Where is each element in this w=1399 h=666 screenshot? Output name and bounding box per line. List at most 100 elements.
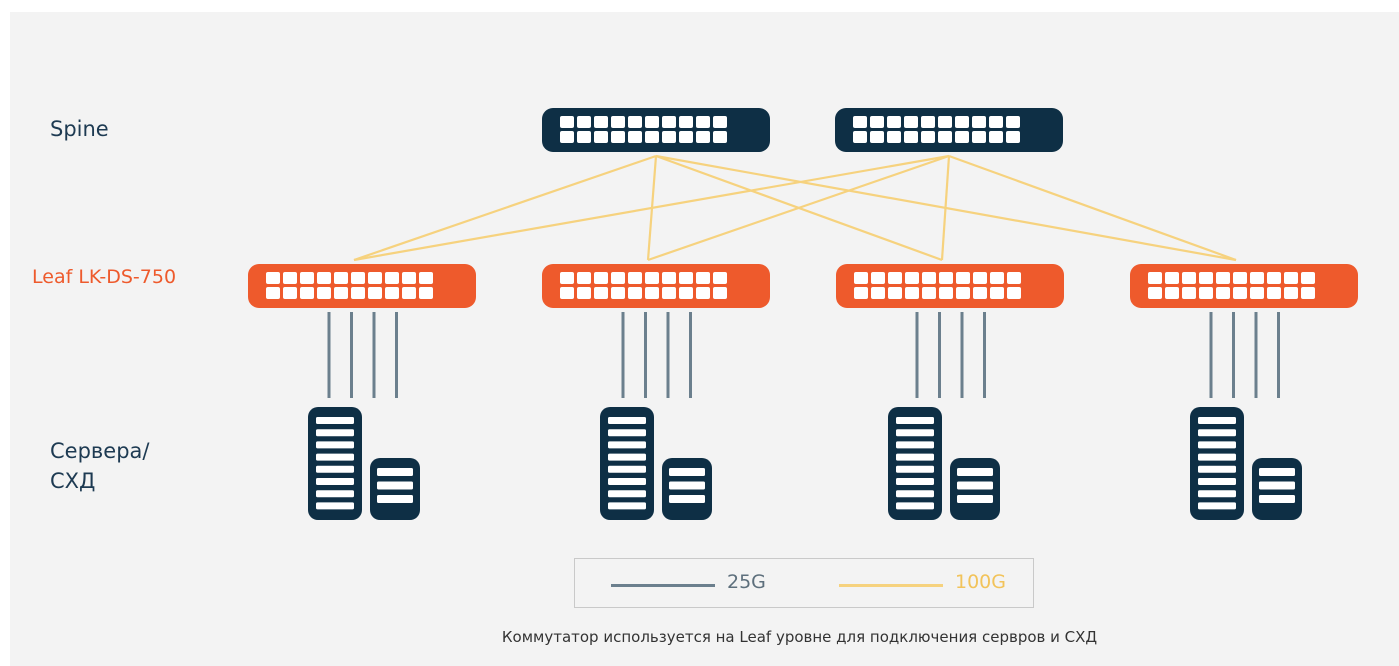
leaf-switch-1-port — [266, 272, 280, 284]
leaf-switch-3-port — [973, 272, 987, 284]
server-group-3 — [888, 407, 1000, 520]
leaf-switch-3 — [836, 264, 1064, 308]
legend: 25G 100G — [574, 558, 1034, 608]
leaf-switch-1-port — [300, 272, 314, 284]
server-slot — [1198, 502, 1236, 510]
spine-switch-1-port — [662, 116, 676, 128]
spine-switch-2-port — [921, 131, 935, 143]
leaf-switch-1-port — [300, 287, 314, 299]
server-slot — [896, 502, 934, 510]
leaf-switch-3-body — [836, 264, 1064, 308]
leaf-switch-2-port — [696, 287, 710, 299]
spine-switch-2 — [835, 108, 1063, 152]
uplink-spine2-leaf2 — [647, 154, 950, 262]
uplinks-100g — [353, 154, 1237, 262]
leaf-switch-1-port — [266, 287, 280, 299]
leaf-switch-4-port — [1267, 272, 1281, 284]
leaf-switch-4-port — [1148, 272, 1162, 284]
server-slot — [316, 478, 354, 485]
leaf-switch-3-port — [922, 287, 936, 299]
server-slot — [896, 441, 934, 449]
server-slot — [1198, 429, 1236, 437]
server-slot — [608, 453, 646, 461]
leaf-switch-1-port — [385, 287, 399, 299]
leaf-switch-3-port — [939, 272, 953, 284]
storage-slot — [1259, 495, 1295, 503]
legend-100g-line — [839, 584, 943, 587]
spine-switch-1-port — [594, 116, 608, 128]
storage-slot — [669, 481, 705, 490]
uplink-spine1-leaf1 — [353, 154, 657, 262]
downlinks-25g — [327, 312, 1280, 398]
leaf-switch-2-port — [594, 287, 608, 299]
storage-slot — [957, 481, 993, 490]
leaf-switch-4-port — [1301, 272, 1315, 284]
leaf-switch-1-port — [317, 272, 331, 284]
leaf-switch-1-port — [402, 272, 416, 284]
leaf-switch-2-port — [594, 272, 608, 284]
uplink-spine2-leaf1 — [353, 154, 950, 262]
spine-switch-2-port — [955, 131, 969, 143]
leaf-switch-4-port — [1284, 272, 1298, 284]
servers-label-line1: Сервера/ — [50, 439, 150, 463]
spine-switch-2-port — [870, 116, 884, 128]
server-group-4 — [1190, 407, 1302, 520]
spine-switch-1-body — [542, 108, 770, 152]
spine-switch-2-port — [972, 131, 986, 143]
server-slot — [608, 502, 646, 510]
server-slot — [316, 490, 354, 498]
spine-switch-1-port — [645, 116, 659, 128]
spine-switch-1-port — [645, 131, 659, 143]
leaf-switch-2-port — [577, 287, 591, 299]
spine-switch-2-port — [853, 131, 867, 143]
server-slot — [316, 441, 354, 449]
spine-switch-1-port — [696, 131, 710, 143]
leaf-switch-2-port — [628, 272, 642, 284]
storage-slot — [669, 468, 705, 476]
spine-switch-2-port — [870, 131, 884, 143]
leaf-switch-2-port — [713, 287, 727, 299]
spine-switch-2-port — [887, 131, 901, 143]
leaf-switch-1-port — [368, 287, 382, 299]
leaf-switch-2-port — [611, 272, 625, 284]
leaf-switch-3-port — [905, 287, 919, 299]
legend-100g-label: 100G — [955, 571, 1006, 593]
leaf-switch-1-port — [351, 272, 365, 284]
spine-switch-2-port — [887, 116, 901, 128]
spine-switch-2-port — [989, 116, 1003, 128]
leaf-switch-3-port — [990, 287, 1004, 299]
spine-switch-1-port — [713, 131, 727, 143]
legend-25g-label: 25G — [727, 571, 766, 593]
leaf-switch-3-port — [871, 287, 885, 299]
legend-25g-line — [611, 584, 715, 587]
leaf-switch-2 — [542, 264, 770, 308]
spine-switch-1-port — [560, 116, 574, 128]
spine-switch-1-port — [713, 116, 727, 128]
leaf-switch-2-port — [628, 287, 642, 299]
servers-label-line2: СХД — [50, 469, 96, 493]
leaf-switch-2-port — [577, 272, 591, 284]
server-slot — [896, 478, 934, 485]
leaf-switch-2-port — [662, 272, 676, 284]
leaf-switch-1-port — [368, 272, 382, 284]
leaf-switch-4-port — [1301, 287, 1315, 299]
storage-slot — [669, 495, 705, 503]
leaf-switch-2-port — [560, 287, 574, 299]
leaf-switch-2-port — [611, 287, 625, 299]
leaf-switch-4-port — [1165, 287, 1179, 299]
leaf-switch-3-port — [939, 287, 953, 299]
leaf-switch-4-port — [1216, 272, 1230, 284]
leaf-switch-3-port — [905, 272, 919, 284]
server-slot — [608, 441, 646, 449]
server-slot — [316, 465, 354, 473]
leaf-switch-4-port — [1199, 287, 1213, 299]
server-group-2 — [600, 407, 712, 520]
spine-switch-2-port — [904, 131, 918, 143]
server-slot — [608, 417, 646, 424]
spine-switch-2-port — [1006, 116, 1020, 128]
leaf-switch-3-port — [973, 287, 987, 299]
leaf-switch-1-port — [317, 287, 331, 299]
server-slot — [608, 429, 646, 437]
leaf-switch-1 — [248, 264, 476, 308]
leaf-switch-1-port — [385, 272, 399, 284]
